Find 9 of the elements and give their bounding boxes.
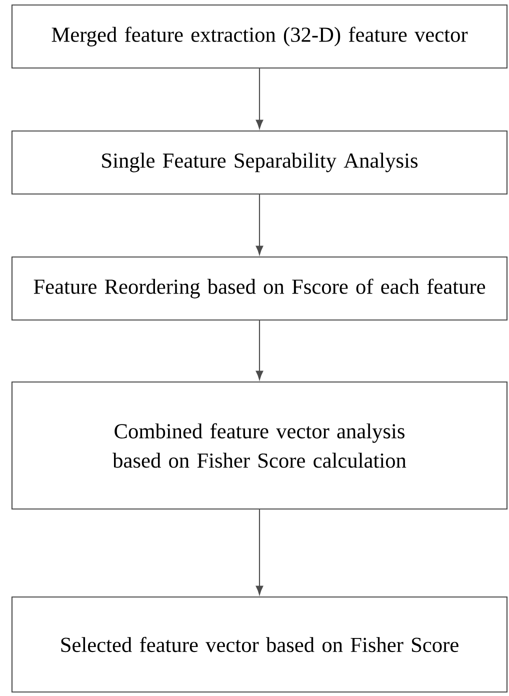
arrow: [256, 194, 264, 255]
process-box: Combined feature vector analysis based on Fisher Score calculation: [11, 381, 508, 510]
process-box: Single Feature Separability Analysis: [11, 130, 508, 195]
process-box: Selected feature vector based on Fisher Score: [11, 596, 508, 693]
process-box: Merged feature extraction (32-D) feature vector: [11, 4, 508, 69]
arrow: [256, 320, 264, 380]
process-box: Feature Reordering based on Fscore of each feature: [11, 256, 508, 321]
arrow: [256, 510, 264, 595]
arrow: [256, 68, 264, 129]
